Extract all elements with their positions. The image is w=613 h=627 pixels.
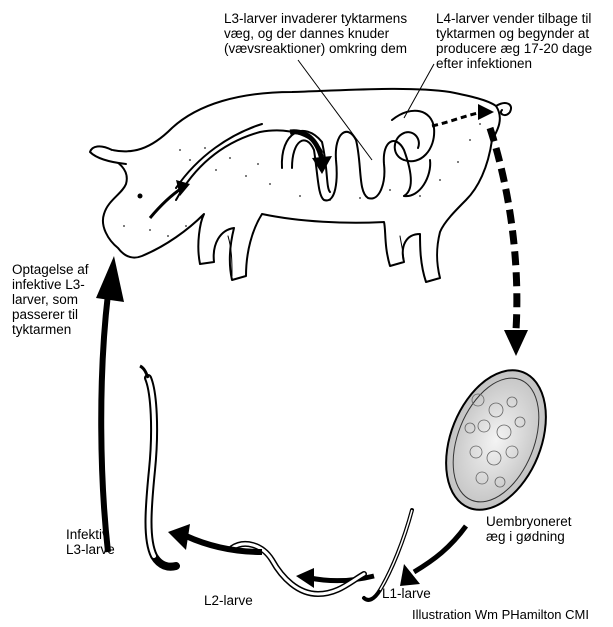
illustration-credit-text: Illustration Wm PHamilton CMI bbox=[412, 607, 589, 622]
label-l1-text: L1-larve bbox=[382, 586, 431, 601]
label-intake-line-4: passerer til bbox=[12, 307, 89, 322]
label-egg-line-1: Uembryoneret bbox=[486, 514, 572, 529]
egg bbox=[427, 355, 565, 524]
egg-release-arrowhead bbox=[504, 330, 528, 356]
label-intake-line-1: Optagelse af bbox=[12, 262, 89, 277]
label-invade: L3-larver invaderer tyktarmens væg, og d… bbox=[224, 11, 407, 56]
label-l4-line-4: efter infektionen bbox=[436, 56, 592, 71]
label-invade-line-2: væg, og der dannes knuder bbox=[224, 26, 407, 41]
label-intake-line-2: infektive L3- bbox=[12, 277, 89, 292]
egg-release-dashed-arrow bbox=[490, 128, 517, 330]
label-infective-l3-line-1: Infektiv bbox=[66, 527, 115, 542]
label-invade-line-1: L3-larver invaderer tyktarmens bbox=[224, 11, 407, 26]
label-intake: Optagelse af infektive L3- larver, som p… bbox=[12, 262, 89, 337]
label-l4-line-1: L4-larver vender tilbage til bbox=[436, 11, 592, 26]
label-egg: Uembryoneret æg i gødning bbox=[486, 514, 572, 544]
label-l4-line-2: tyktarmen og begynder at bbox=[436, 26, 592, 41]
pig-illustration bbox=[90, 89, 511, 282]
label-l4: L4-larver vender tilbage til tyktarmen o… bbox=[436, 11, 592, 71]
l1-to-l2-arrowhead bbox=[296, 568, 314, 588]
label-intake-line-5: tyktarmen bbox=[12, 322, 89, 337]
label-l4-line-3: producere æg 17-20 dage bbox=[436, 41, 592, 56]
ingestion-arrow bbox=[101, 294, 108, 552]
label-intake-line-3: larver, som bbox=[12, 292, 89, 307]
label-egg-line-2: æg i gødning bbox=[486, 529, 572, 544]
label-invade-line-3: (vævsreaktioner) omkring dem bbox=[224, 41, 407, 56]
ingestion-arrowhead bbox=[96, 256, 124, 302]
label-l1: L1-larve bbox=[382, 586, 431, 601]
l2-to-l3-arrowhead bbox=[168, 524, 190, 550]
label-l2-text: L2-larve bbox=[204, 593, 253, 608]
label-l2: L2-larve bbox=[204, 593, 253, 608]
label-infective-l3-line-2: L3-larve bbox=[66, 542, 115, 557]
egg-to-l1-arrow bbox=[414, 526, 466, 572]
label-infective-l3: Infektiv L3-larve bbox=[66, 527, 115, 557]
illustration-credit: Illustration Wm PHamilton CMI bbox=[412, 607, 589, 622]
